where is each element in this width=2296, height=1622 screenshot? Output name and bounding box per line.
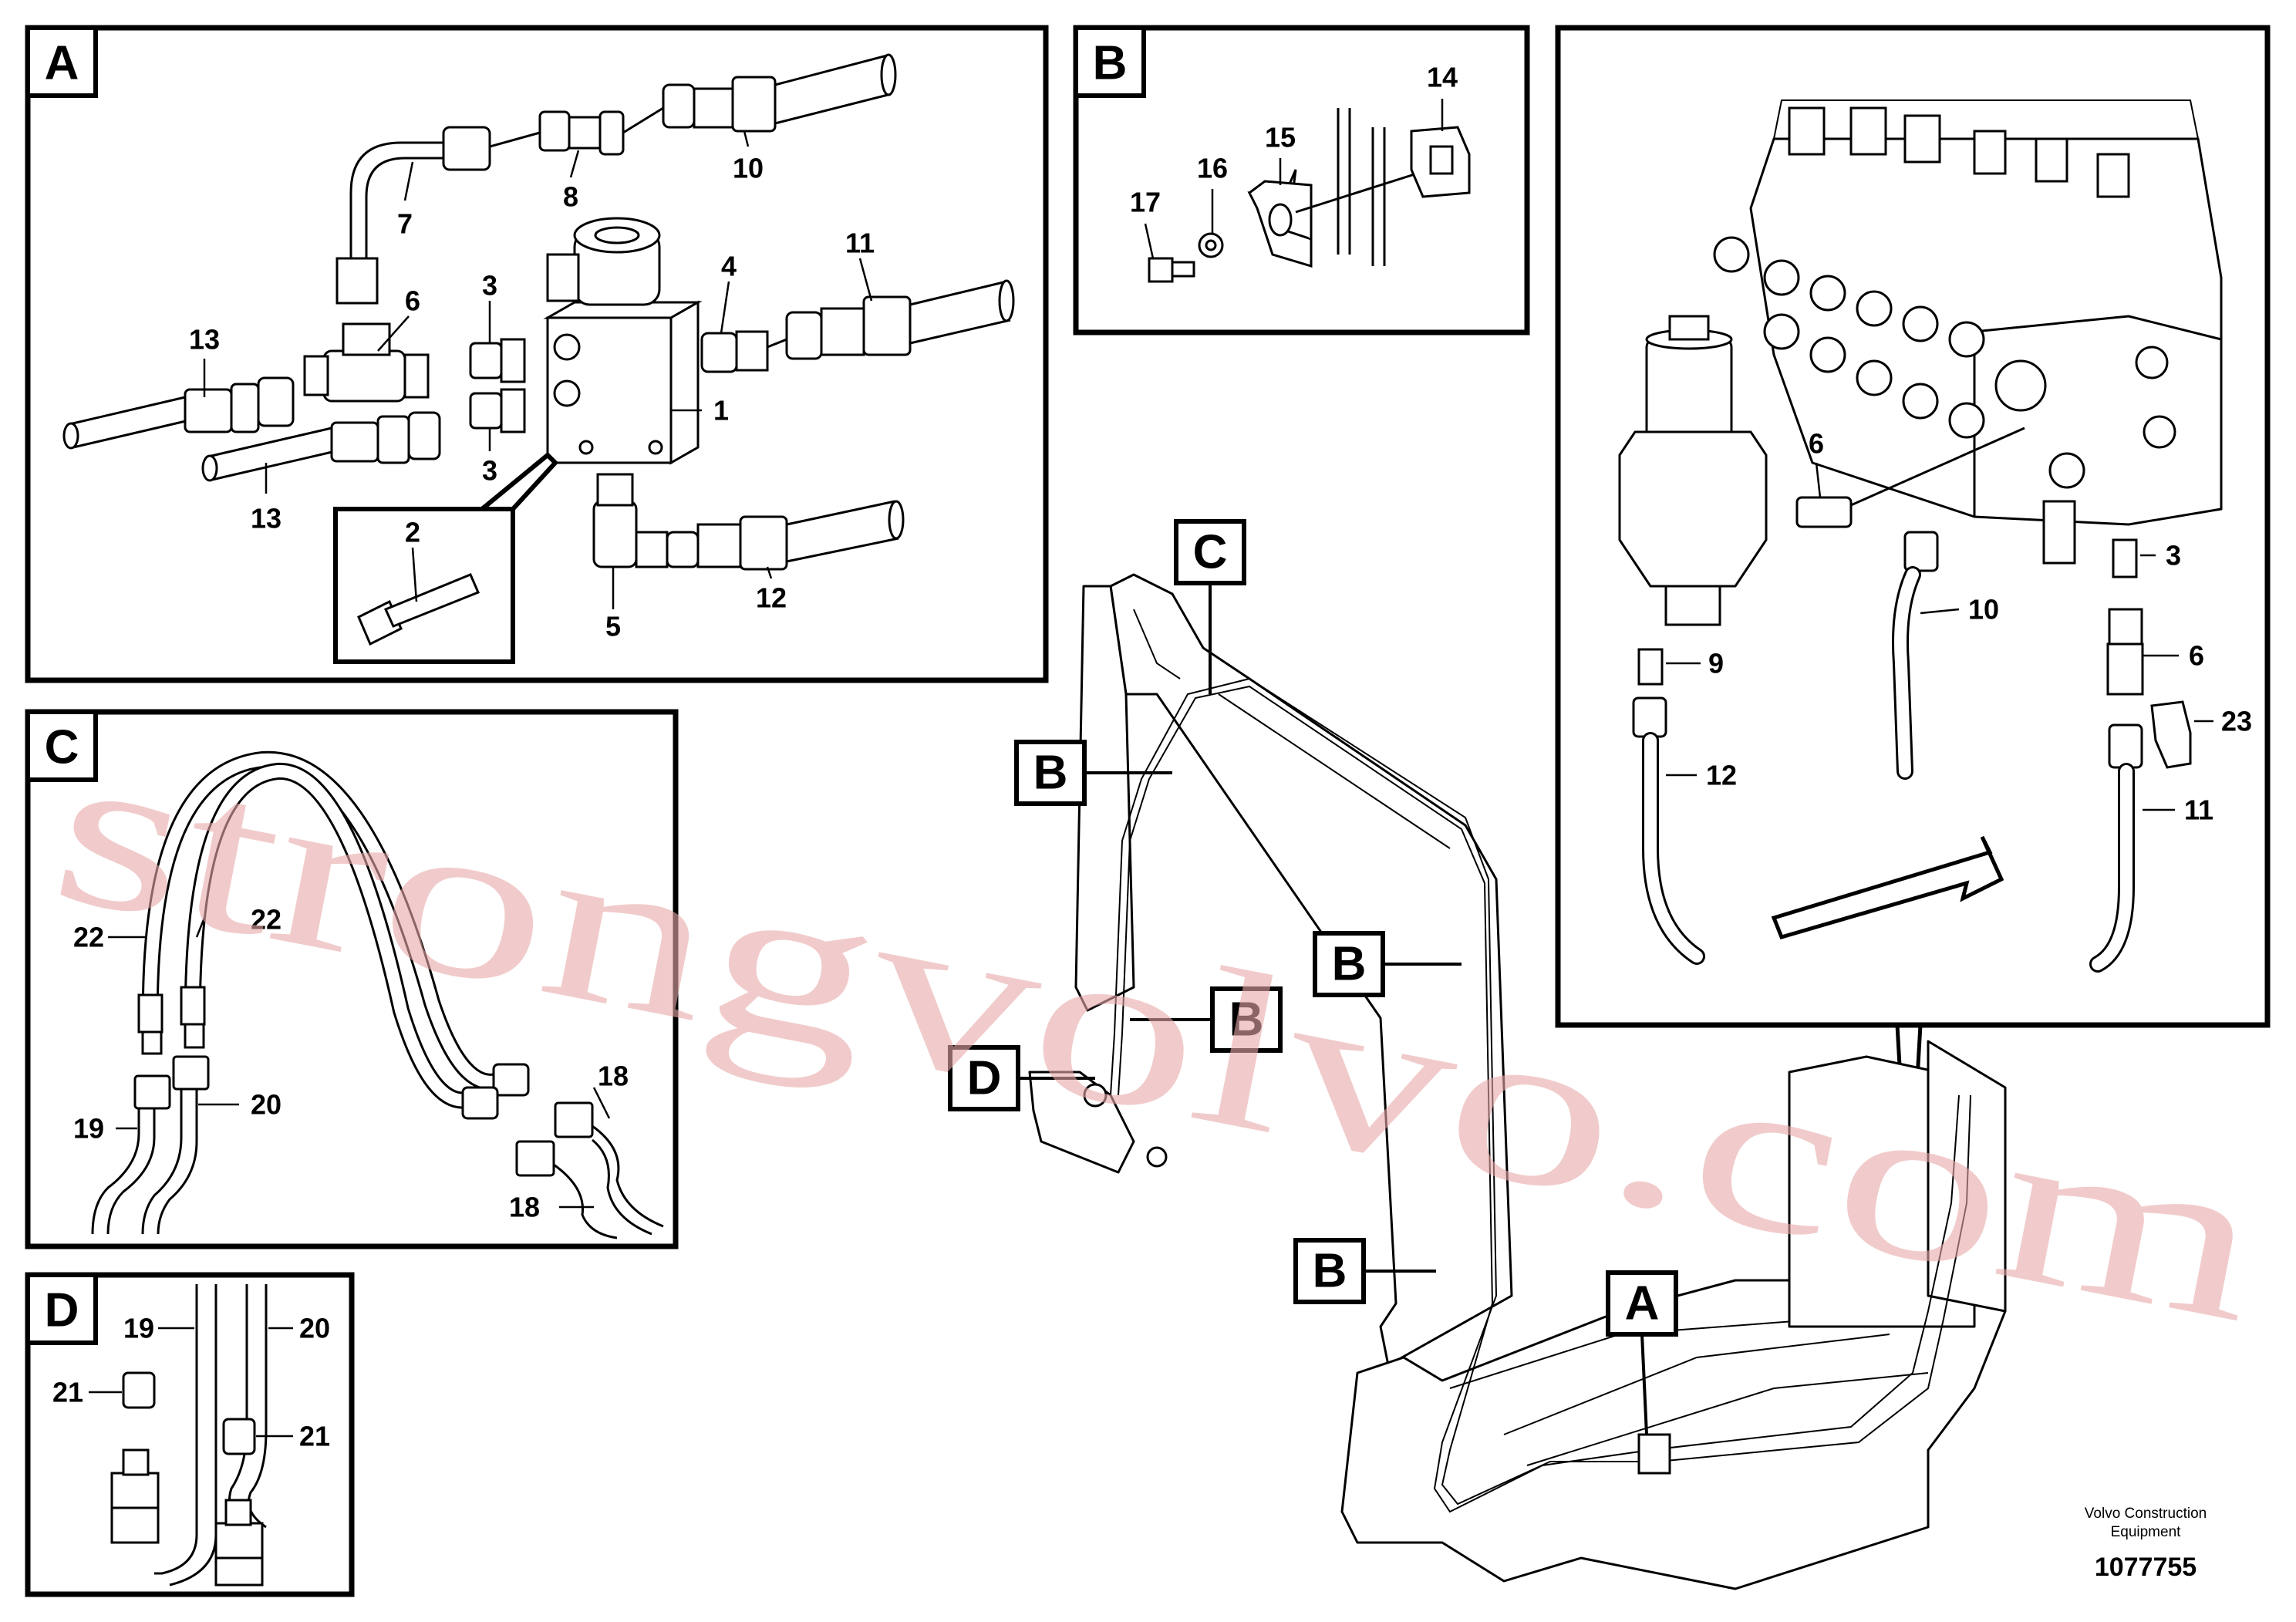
callout-3: 3 [2166, 540, 2181, 572]
panel-b: B 14 15 16 17 [1073, 25, 1530, 336]
solenoid-valve-1 [543, 217, 703, 465]
callout-18-lower: 18 [509, 1192, 540, 1223]
callout-12: 12 [1706, 760, 1737, 791]
callout-6-right: 6 [2189, 640, 2204, 672]
callout-14: 14 [1427, 62, 1458, 93]
machine-tag-b-1: B [1033, 747, 1068, 800]
callout-13-upper: 13 [189, 324, 220, 356]
panel-c-callouts: 22 22 19 20 18 18 [73, 904, 629, 1223]
machine-tag-b-3: B [1229, 993, 1264, 1047]
callout-11: 11 [845, 228, 875, 259]
callout-10: 10 [1968, 594, 1999, 626]
hose-13-lower [201, 411, 441, 482]
callout-22-left: 22 [73, 922, 104, 953]
callout-1: 1 [713, 395, 729, 427]
machine-tag-a: A [1625, 1277, 1660, 1330]
callout-20: 20 [251, 1089, 282, 1121]
hose-11-assembly [700, 279, 1015, 373]
callout-9: 9 [1708, 648, 1724, 679]
callout-21-left: 21 [52, 1377, 83, 1408]
callout-20: 20 [299, 1313, 330, 1344]
callout-17: 17 [1130, 187, 1161, 218]
callout-15: 15 [1265, 122, 1296, 153]
machine-tag-b-2: B [1332, 938, 1367, 991]
panel-d-parts [110, 1284, 268, 1587]
panel-c: C [25, 709, 679, 1249]
panel-d: D 19 20 21 21 [25, 1272, 355, 1597]
callout-23: 23 [2221, 706, 2252, 737]
bolt-detail-2 [333, 451, 559, 664]
callout-16: 16 [1197, 153, 1228, 184]
adapter-fittings-3 [469, 338, 526, 433]
panel-a-tag: A [45, 37, 79, 90]
panel-d-leaders [89, 1327, 293, 1438]
machine-tag-c: C [1193, 526, 1228, 579]
company-line-1: Volvo Construction [2085, 1506, 2207, 1522]
panel-a: A [25, 25, 1049, 683]
company-line-2: Equipment [2111, 1524, 2182, 1540]
callout-3-upper: 3 [482, 270, 497, 302]
swivel-joint [1618, 315, 1768, 626]
footer: Volvo Construction Equipment 1077755 [2085, 1506, 2207, 1582]
hose-12-assembly [592, 473, 905, 571]
clamp-parts [1148, 108, 1471, 283]
callout-19: 19 [73, 1113, 104, 1145]
excavator-overview [1028, 573, 2007, 1590]
callout-22-right: 22 [251, 904, 282, 936]
detail-callouts: 6 3 10 9 6 23 12 11 [1706, 428, 2252, 826]
callout-10: 10 [733, 153, 764, 184]
tee-fitting-6 [303, 322, 430, 403]
panel-c-tag: C [45, 721, 79, 774]
hose-10-assembly [442, 53, 897, 171]
panel-control-valve-detail: 6 3 10 9 6 23 12 11 [1555, 25, 2271, 1227]
panel-c-leaders [108, 917, 611, 1209]
callout-19: 19 [123, 1313, 154, 1344]
panel-a-callouts: 13 6 3 4 11 7 8 10 1 3 13 2 5 12 [189, 153, 875, 642]
callout-12: 12 [756, 582, 787, 614]
callout-5: 5 [605, 611, 621, 642]
detail-fittings [1632, 427, 2192, 973]
panel-a-leaders [203, 130, 873, 609]
hose-loops [91, 750, 664, 1239]
hose-7 [335, 141, 443, 305]
callout-4: 4 [721, 251, 737, 282]
callout-3-lower: 3 [482, 455, 497, 487]
panel-b-callouts: 14 15 16 17 [1130, 62, 1458, 218]
hose-13-upper [62, 376, 295, 450]
callout-2: 2 [405, 517, 420, 548]
machine-tag-d: D [967, 1052, 1002, 1105]
callout-6-top: 6 [1809, 428, 1824, 460]
callout-11: 11 [2184, 794, 2213, 826]
panel-d-callouts: 19 20 21 21 [52, 1313, 330, 1452]
panel-b-leaders [1144, 99, 1444, 259]
callout-21-right: 21 [299, 1421, 330, 1452]
control-valve-block [1713, 99, 2223, 565]
panel-b-tag: B [1093, 37, 1128, 90]
callout-13-lower: 13 [251, 503, 282, 534]
detail-leaders [1666, 462, 2213, 811]
document-number: 1077755 [2095, 1553, 2197, 1582]
panel-d-tag: D [45, 1284, 79, 1337]
machine-tag-b-4: B [1313, 1245, 1347, 1298]
callout-18-upper: 18 [598, 1061, 629, 1092]
callout-7: 7 [397, 208, 413, 240]
callout-8: 8 [563, 181, 578, 213]
machine-tags: C B B B D B A [948, 519, 1678, 1435]
callout-6: 6 [405, 285, 420, 317]
